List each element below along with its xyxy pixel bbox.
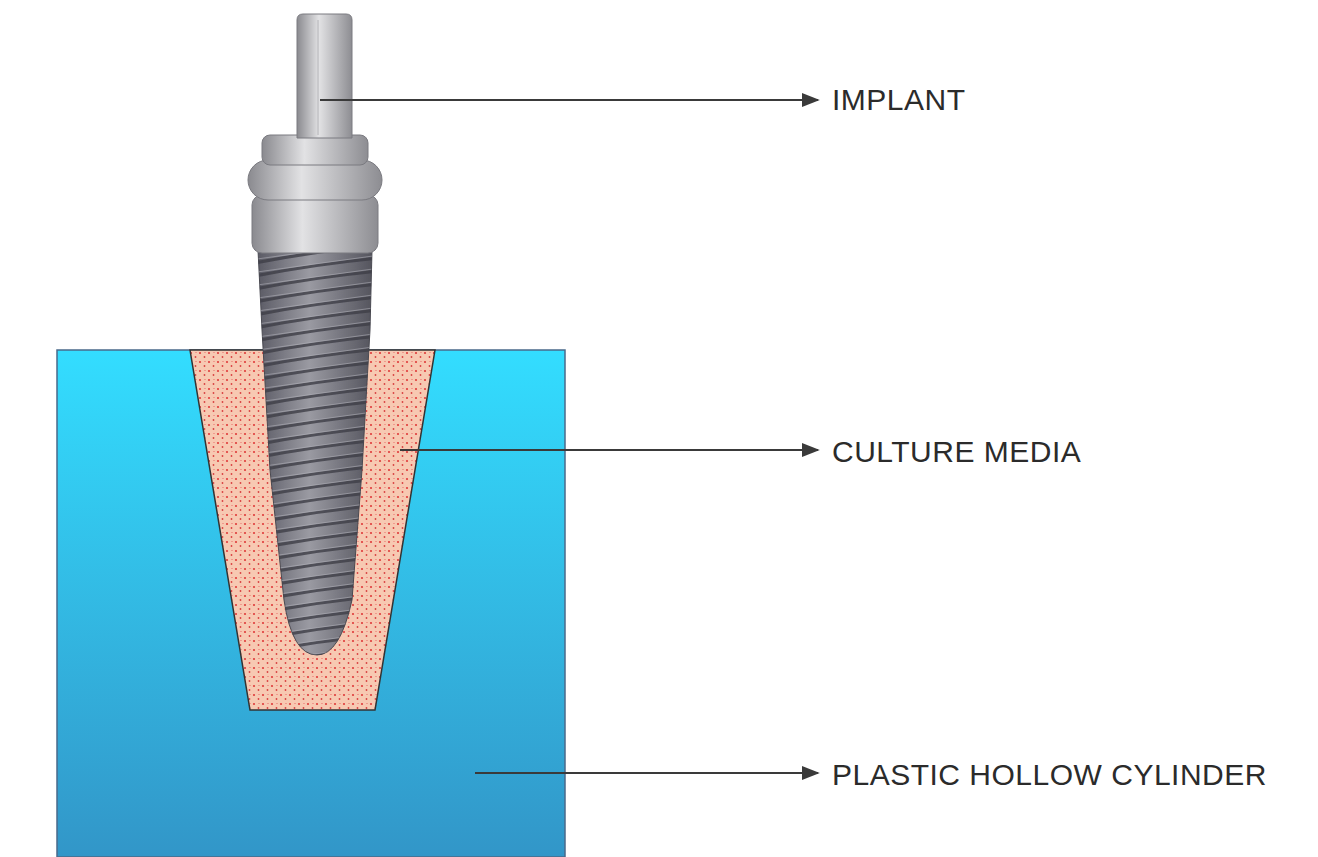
implant <box>248 14 382 667</box>
leader-line <box>475 772 818 774</box>
part-label: IMPLANT <box>832 83 966 117</box>
leader-line <box>320 99 818 101</box>
part-label: PLASTIC HOLLOW CYLINDER <box>832 758 1267 792</box>
part-label: CULTURE MEDIA <box>832 435 1081 469</box>
leader-line <box>400 449 818 451</box>
